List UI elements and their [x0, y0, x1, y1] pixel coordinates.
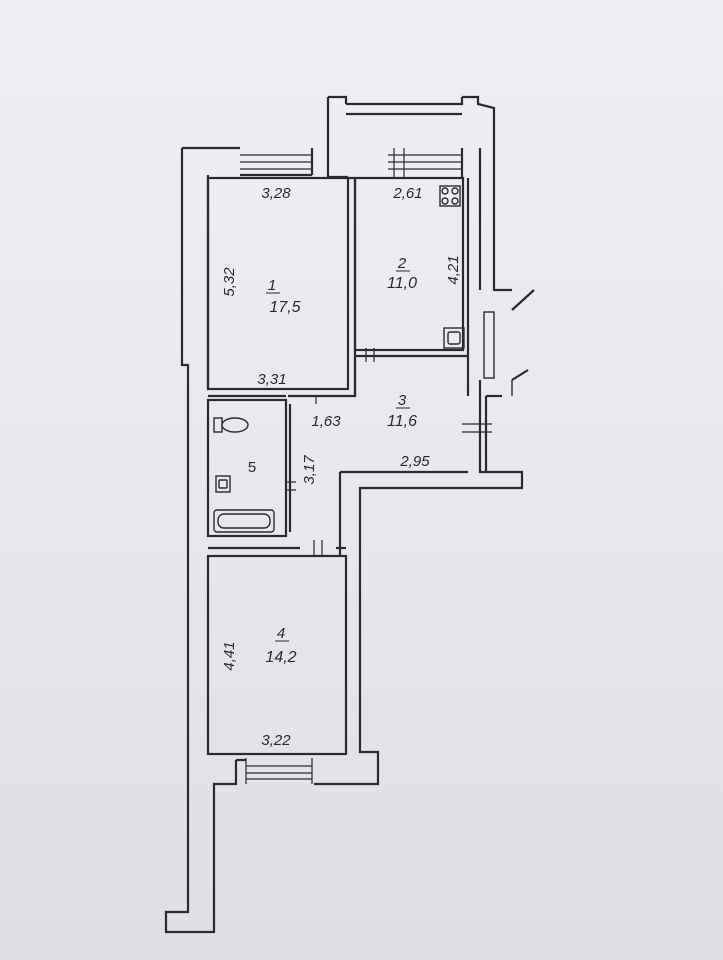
room-2-area: 11,0	[387, 275, 417, 292]
exterior-walls	[164, 95, 524, 934]
room-2-outline	[353, 176, 465, 352]
window-room-4	[245, 758, 313, 784]
window-room-2	[388, 148, 462, 178]
hall-3-outline	[288, 356, 357, 398]
room-4-area: 14,2	[265, 649, 296, 666]
sink-icon	[443, 327, 465, 349]
door-markers	[286, 348, 492, 556]
room-1-number: 1	[268, 277, 276, 294]
dim-room-4-side: 4,41	[221, 641, 238, 670]
room-5-outline	[206, 398, 288, 538]
toilet-icon	[213, 417, 249, 433]
stove-icon	[439, 185, 461, 207]
dim-room-1-top: 3,28	[261, 185, 291, 202]
room-3-area: 11,6	[387, 413, 417, 430]
dim-room-1-side: 5,32	[221, 267, 238, 297]
room-4-outline	[206, 554, 348, 756]
dim-room-5-side: 3,17	[301, 455, 318, 485]
dim-room-3-bottom: 2,95	[399, 453, 430, 470]
room-1-area: 17,5	[269, 299, 300, 316]
room-5-number: 5	[248, 459, 256, 476]
dim-room-1-bottom: 3,31	[257, 371, 286, 388]
room-3-number: 3	[398, 392, 407, 409]
entry-door	[483, 289, 535, 396]
dim-room-4-bottom: 3,22	[261, 732, 291, 749]
room-4-number: 4	[277, 625, 285, 642]
dim-room-2-top: 2,61	[392, 185, 422, 202]
bathtub-icon	[213, 509, 275, 533]
window-room-1	[240, 154, 312, 170]
room-2-number: 2	[397, 255, 407, 272]
washbasin-icon	[215, 475, 231, 493]
dim-room-2-side: 4,21	[445, 255, 462, 284]
dim-room-3-left: 1,63	[311, 413, 341, 430]
room-1-outline	[206, 176, 350, 391]
